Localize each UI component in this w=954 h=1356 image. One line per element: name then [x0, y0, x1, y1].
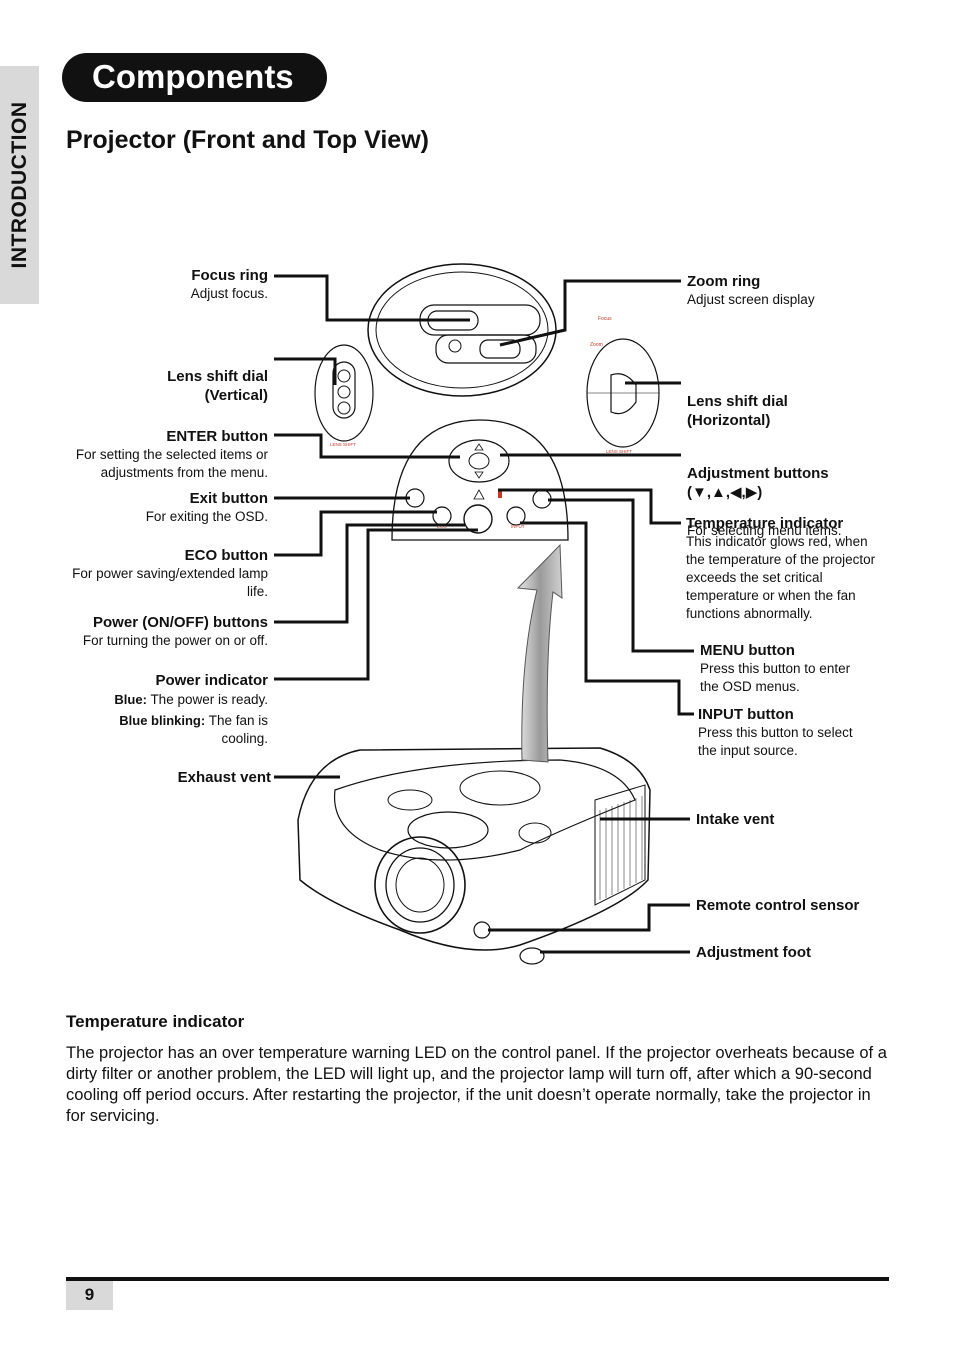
power-buttons-desc: For turning the power on or off. [82, 633, 268, 648]
label-enter-button: ENTER button For setting the selected it… [48, 427, 268, 482]
enter-button-desc: For setting the selected items or adjust… [75, 447, 268, 480]
label-zoom-ring: Zoom ring Adjust screen display [687, 272, 907, 309]
direction-arrow [516, 543, 563, 763]
power-indicator-blue: Blue: The power is ready. [68, 691, 268, 709]
blue-desc: The power is ready. [150, 692, 268, 707]
exit-button-desc: For exiting the OSD. [145, 509, 268, 524]
leader-lines [274, 274, 694, 954]
lens-shift-vertical-heading: Lens shift dial (Vertical) [167, 368, 268, 404]
input-button-heading: INPUT button [698, 706, 794, 723]
power-buttons-heading: Power (ON/OFF) buttons [93, 614, 268, 631]
adjustment-buttons-desc: For selecting menu items. [687, 523, 842, 538]
label-focus-ring: Focus ring Adjust focus. [28, 266, 268, 303]
label-lens-shift-vertical: Lens shift dial (Vertical) [28, 349, 268, 423]
focus-ring-desc: Adjust focus. [190, 286, 268, 301]
lens-shift-h-mark: LENS SHIFT [606, 449, 632, 454]
section-tab: INTRODUCTION [0, 66, 39, 304]
label-adjustment-buttons: Adjustment buttons (▼,▲,◀,▶) For selecti… [687, 446, 907, 558]
remote-control-sensor-heading: Remote control sensor [696, 897, 860, 914]
eco-button-heading: ECO button [184, 547, 268, 564]
page-title: Components [92, 58, 294, 95]
exit-button-heading: Exit button [189, 490, 268, 507]
focus-ring-heading: Focus ring [191, 267, 268, 284]
label-exit-button: Exit button For exiting the OSD. [28, 489, 268, 526]
lens-top-view [367, 263, 557, 397]
exhaust-vent-heading: Exhaust vent [177, 769, 271, 786]
page-number: 9 [84, 1285, 95, 1304]
temperature-indicator-heading: Temperature indicator [686, 515, 844, 532]
menu-button-heading: MENU button [700, 642, 795, 659]
zoom-ring-desc: Adjust screen display [687, 292, 815, 307]
power-indicator-blink: Blue blinking: The fan is cooling. [68, 712, 268, 748]
projector-body [297, 747, 651, 965]
label-input-button: INPUT button Press this button to select… [698, 705, 873, 760]
footer-rule [66, 1277, 889, 1281]
section-subtitle: Projector (Front and Top View) [66, 126, 429, 154]
label-menu-button: MENU button Press this button to enter t… [700, 641, 870, 696]
label-power-buttons: Power (ON/OFF) buttons For turning the p… [58, 613, 268, 650]
label-eco-button: ECO button For power saving/extended lam… [68, 546, 268, 601]
eco-button-desc: For power saving/extended lamp life. [72, 566, 268, 599]
blink-desc: The fan is cooling. [208, 713, 268, 746]
focus-mark: Focus [598, 316, 612, 322]
label-intake-vent: Intake vent [696, 810, 896, 829]
label-remote-control-sensor: Remote control sensor [696, 896, 916, 915]
intake-vent-heading: Intake vent [696, 811, 775, 828]
blue-label: Blue: [114, 692, 147, 707]
adjustment-buttons-heading: Adjustment buttons (▼,▲,◀,▶) [687, 465, 829, 501]
lens-shift-vertical-dial [314, 344, 374, 442]
label-lens-shift-horizontal: Lens shift dial (Horizontal) [687, 374, 907, 448]
lens-shift-horizontal-dial [586, 338, 660, 448]
page-number-box: 9 [66, 1281, 113, 1310]
lens-shift-horizontal-heading: Lens shift dial (Horizontal) [687, 393, 788, 429]
zoom-ring-heading: Zoom ring [687, 273, 761, 290]
adjustment-foot-heading: Adjustment foot [696, 944, 811, 961]
input-button-desc: Press this button to select the input so… [698, 725, 853, 758]
lens-shift-v-mark: LENS SHIFT [330, 442, 356, 447]
label-power-indicator: Power indicator Blue: The power is ready… [68, 671, 268, 748]
blink-label: Blue blinking: [119, 713, 206, 728]
label-adjustment-foot: Adjustment foot [696, 943, 896, 962]
enter-button-heading: ENTER button [166, 428, 268, 445]
input-mark: INPUT [511, 524, 525, 529]
temperature-paragraph: The projector has an over temperature wa… [66, 1044, 887, 1125]
temperature-indicator-desc: This indicator glows red, when the tempe… [686, 534, 876, 621]
title-banner: Components [62, 53, 327, 102]
temperature-section-heading: Temperature indicator [66, 1012, 245, 1031]
label-exhaust-vent: Exhaust vent [71, 768, 271, 787]
zoom-mark: Zoom [590, 342, 603, 348]
label-temperature-indicator: Temperature indicator This indicator glo… [686, 514, 886, 623]
menu-button-desc: Press this button to enter the OSD menus… [700, 661, 851, 694]
power-indicator-heading: Power indicator [155, 672, 268, 689]
